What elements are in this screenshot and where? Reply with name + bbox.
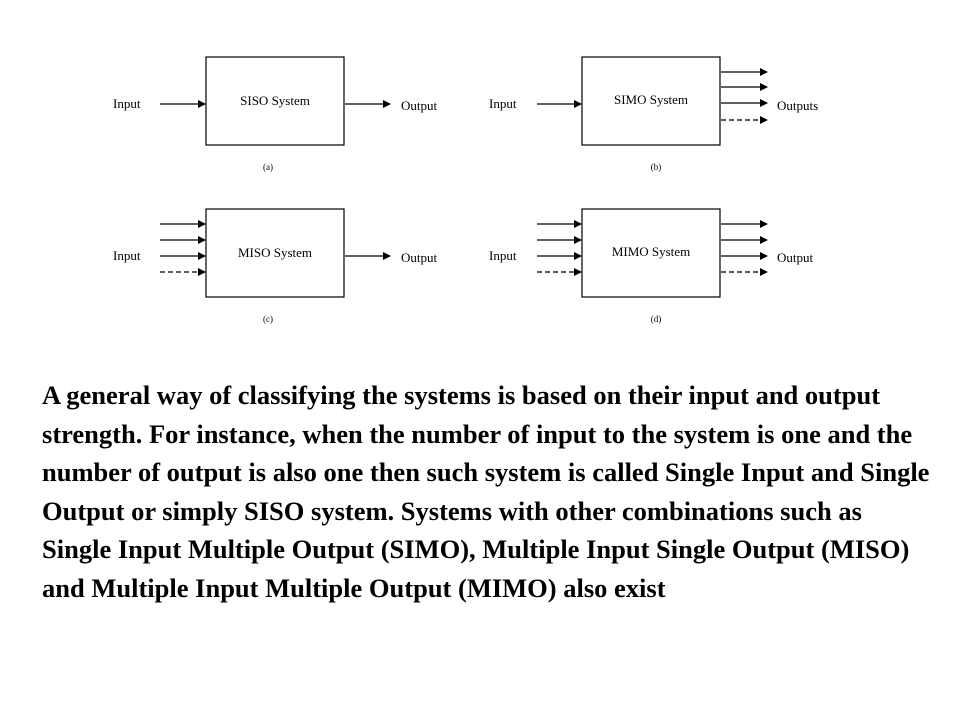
simo-system-box xyxy=(581,56,721,146)
siso-output-label: Output xyxy=(401,98,438,113)
siso-input-label: Input xyxy=(113,96,141,111)
miso-caption: (c) xyxy=(263,314,273,324)
mimo-system-box xyxy=(581,208,721,298)
mimo-system-title: MIMO System xyxy=(612,244,690,259)
simo-system-title: SIMO System xyxy=(614,92,688,107)
description-paragraph: A general way of classifying the systems… xyxy=(42,380,930,603)
miso-output-label: Output xyxy=(401,250,438,265)
miso-system-title: MISO System xyxy=(238,245,312,260)
siso-diagram: SISO System Input Output (a) xyxy=(113,56,438,172)
simo-input-label: Input xyxy=(489,96,517,111)
mimo-output-label: Output xyxy=(777,250,814,265)
simo-caption: (b) xyxy=(651,162,662,172)
system-classification-diagram: SISO System Input Output (a) SIMO System… xyxy=(113,56,818,324)
mimo-diagram: MIMO System Input Output (d) xyxy=(489,208,814,324)
siso-system-box xyxy=(205,56,345,146)
mimo-caption: (d) xyxy=(651,314,662,324)
miso-diagram: MISO System Input Output (c) xyxy=(113,208,438,324)
miso-input-label: Input xyxy=(113,248,141,263)
siso-caption: (a) xyxy=(263,162,273,172)
siso-system-title: SISO System xyxy=(240,93,310,108)
simo-diagram: SIMO System Input Outputs (b) xyxy=(489,56,818,172)
simo-output-label: Outputs xyxy=(777,98,818,113)
mimo-input-label: Input xyxy=(489,248,517,263)
miso-system-box xyxy=(205,208,345,298)
